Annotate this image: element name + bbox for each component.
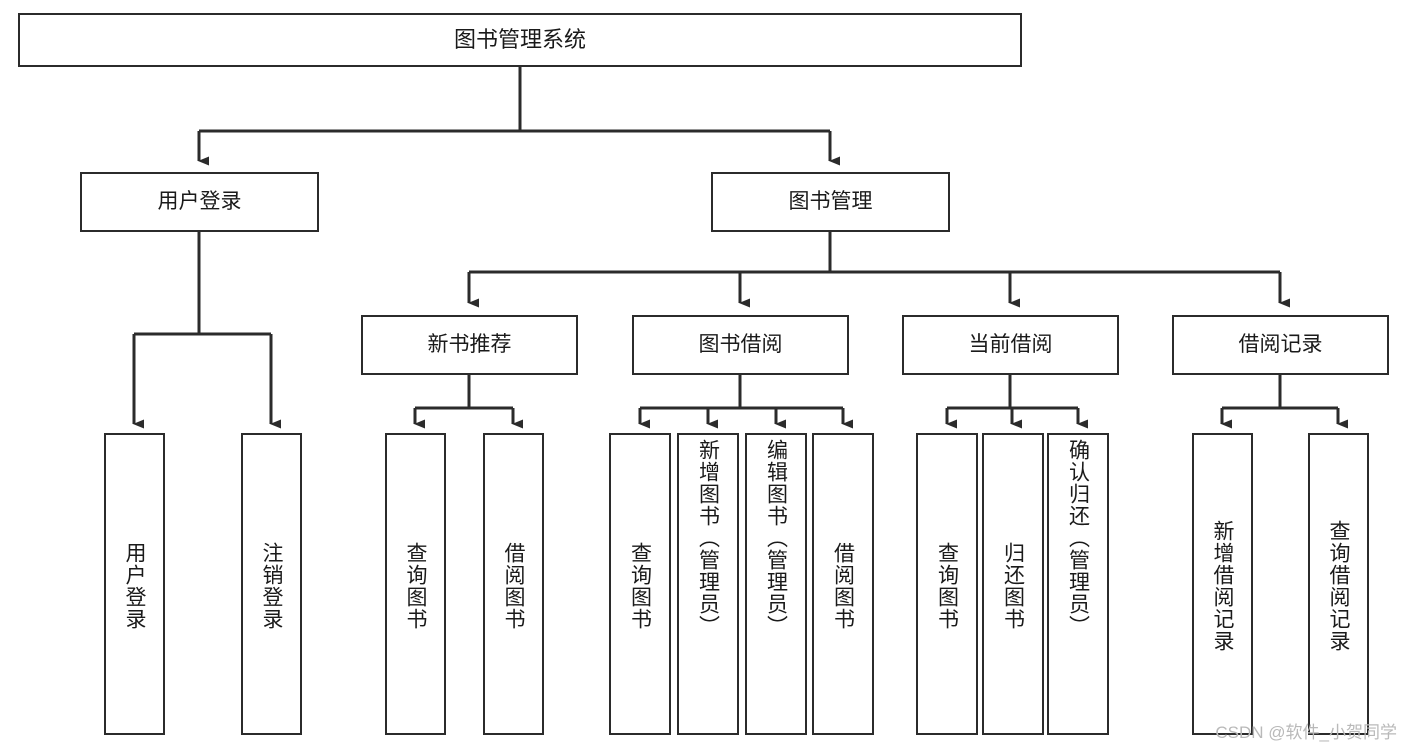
leaf-current-return-book[interactable]: 归还图书: [982, 433, 1044, 735]
leaf-record-add-label: 新增借阅记录: [1211, 520, 1234, 652]
leaf-user-logout[interactable]: 注销登录: [241, 433, 302, 735]
node-user-login-label: 用户登录: [157, 189, 242, 213]
leaf-record-add[interactable]: 新增借阅记录: [1192, 433, 1253, 735]
leaf-record-search-label: 查询借阅记录: [1327, 520, 1350, 652]
node-book-borrow[interactable]: 图书借阅: [632, 315, 849, 375]
node-new-book-recommend-label: 新书推荐: [427, 332, 512, 356]
node-new-book-recommend[interactable]: 新书推荐: [361, 315, 578, 375]
leaf-current-query-book-label: 查询图书: [935, 542, 959, 630]
node-borrow-record[interactable]: 借阅记录: [1172, 315, 1389, 375]
leaf-recommend-query-book[interactable]: 查询图书: [385, 433, 446, 735]
leaf-borrow-take-book[interactable]: 借阅图书: [812, 433, 874, 735]
leaf-record-search[interactable]: 查询借阅记录: [1308, 433, 1369, 735]
node-book-borrow-label: 图书借阅: [698, 332, 783, 356]
leaf-user-login-label: 用户登录: [123, 542, 146, 630]
leaf-borrow-add-book-label: 新增图书（管理员）: [696, 439, 720, 637]
node-current-borrow[interactable]: 当前借阅: [902, 315, 1119, 375]
leaf-current-confirm-return-label: 确认归还（管理员）: [1066, 439, 1090, 637]
node-root[interactable]: 图书管理系统: [18, 13, 1022, 67]
leaf-recommend-borrow-book-label: 借阅图书: [502, 542, 525, 630]
leaf-recommend-query-book-label: 查询图书: [404, 542, 427, 630]
node-book-management[interactable]: 图书管理: [711, 172, 950, 232]
node-current-borrow-label: 当前借阅: [968, 332, 1053, 356]
node-user-login[interactable]: 用户登录: [80, 172, 319, 232]
node-borrow-record-label: 借阅记录: [1238, 332, 1323, 356]
leaf-user-login[interactable]: 用户登录: [104, 433, 165, 735]
leaf-user-logout-label: 注销登录: [260, 542, 283, 630]
leaf-current-query-book[interactable]: 查询图书: [916, 433, 978, 735]
node-book-management-label: 图书管理: [788, 189, 873, 213]
leaf-borrow-query-book-label: 查询图书: [628, 542, 652, 630]
leaf-borrow-edit-book-label: 编辑图书（管理员）: [764, 439, 788, 637]
leaf-borrow-query-book[interactable]: 查询图书: [609, 433, 671, 735]
leaf-current-confirm-return[interactable]: 确认归还（管理员）: [1047, 433, 1109, 735]
leaf-current-return-book-label: 归还图书: [1001, 542, 1025, 630]
watermark: CSDN @软件_小贺同学: [1215, 723, 1397, 742]
leaf-recommend-borrow-book[interactable]: 借阅图书: [483, 433, 544, 735]
leaf-borrow-add-book[interactable]: 新增图书（管理员）: [677, 433, 739, 735]
node-root-label: 图书管理系统: [453, 27, 586, 53]
leaf-borrow-take-book-label: 借阅图书: [831, 542, 855, 630]
leaf-borrow-edit-book[interactable]: 编辑图书（管理员）: [745, 433, 807, 735]
